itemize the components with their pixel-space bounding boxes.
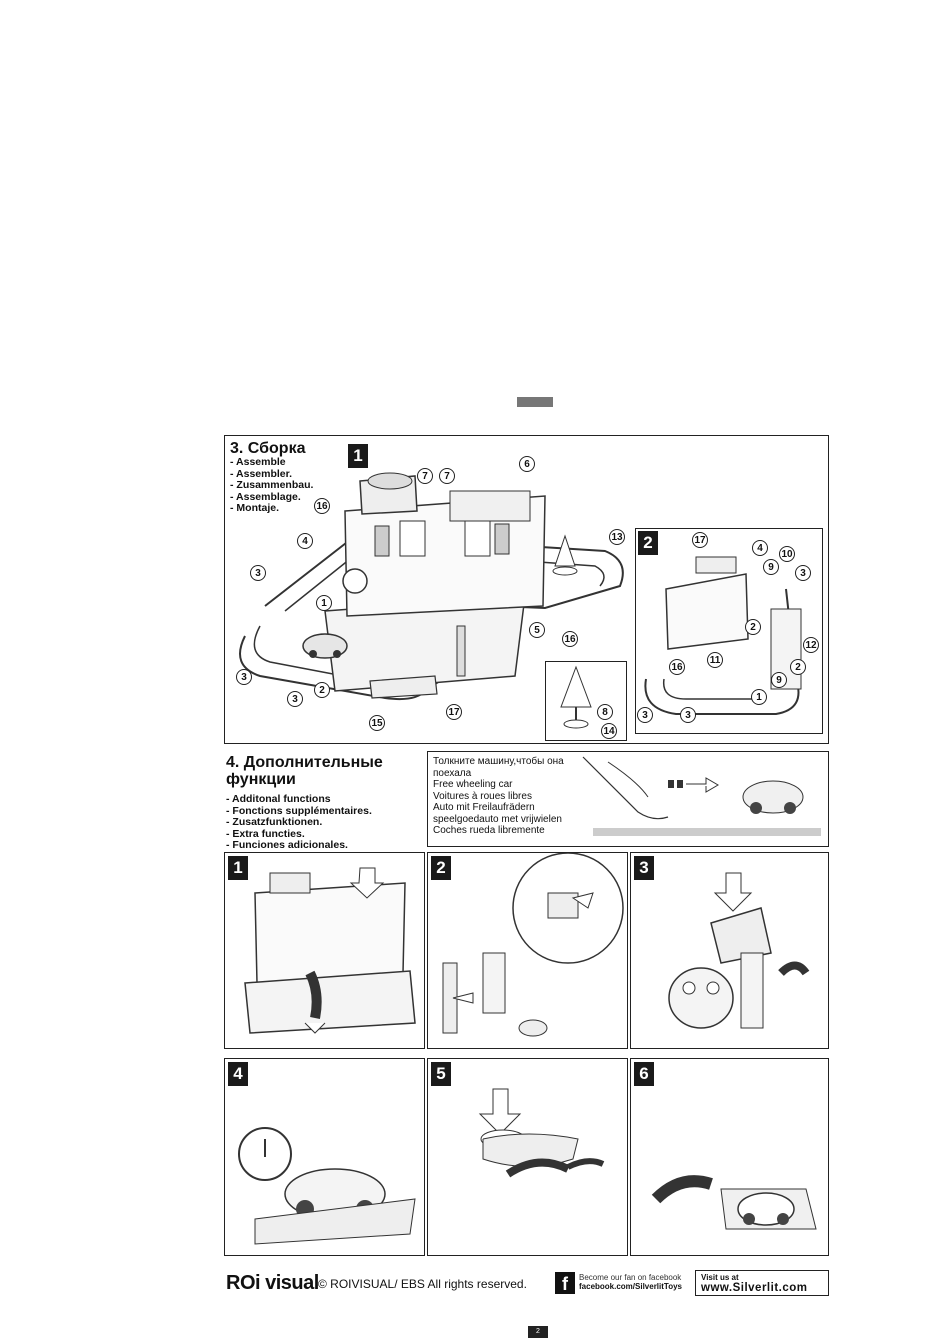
callout-number: 1 xyxy=(316,595,332,611)
functions-sub-4: - Funciones adicionales. xyxy=(226,839,348,851)
functions-sub-1: - Fonctions supplémentaires. xyxy=(226,804,372,817)
function-panel-6: 6 xyxy=(630,1058,829,1256)
callout-number: 2 xyxy=(745,619,761,635)
callout-number: 12 xyxy=(803,637,819,653)
function-panel-1: 1 xyxy=(224,852,425,1049)
playset-assembly-illustration xyxy=(239,472,624,701)
assembly-sub-1: - Assembler. xyxy=(230,467,293,480)
function-badge-1: 1 xyxy=(228,856,248,880)
assembly-section: 3. Сборка - Assemble - Assembler. - Zusa… xyxy=(224,435,829,744)
free-wheel-line-2: Free wheeling car xyxy=(433,779,513,790)
website-box: Visit us at www.Silverlit.com xyxy=(695,1270,829,1296)
facebook-icon: f xyxy=(555,1272,575,1294)
callout-number: 3 xyxy=(680,707,696,723)
free-wheel-line-1: поехала xyxy=(433,767,472,779)
facebook-line-2: facebook.com/SilverlitToys xyxy=(579,1282,682,1291)
free-wheel-line-3: Voitures à roues libres xyxy=(433,790,532,802)
assembly-sub-0: - Assemble xyxy=(230,456,286,468)
function-panel-5: 5 xyxy=(427,1058,628,1256)
logo-text: ROi visual xyxy=(226,1272,319,1294)
callout-number: 16 xyxy=(669,659,685,675)
clock-lift-illustration xyxy=(238,1127,416,1245)
assembly-inset-2 xyxy=(635,528,823,734)
free-wheel-line-5: speelgoedauto met vrijwielen xyxy=(433,813,562,825)
free-wheel-box: Толкните машину,чтобы она поехала Free w… xyxy=(427,751,829,847)
visit-label: Visit us at xyxy=(701,1273,739,1282)
callout-number: 7 xyxy=(417,468,433,484)
tree-icon xyxy=(560,665,592,729)
callout-number: 9 xyxy=(771,672,787,688)
callout-number: 3 xyxy=(250,565,266,581)
callout-number: 2 xyxy=(314,682,330,698)
callout-number: 13 xyxy=(609,529,625,545)
callout-number: 2 xyxy=(790,659,806,675)
callout-number: 3 xyxy=(287,691,303,707)
callout-number: 7 xyxy=(439,468,455,484)
copyright-text: © ROIVISUAL/ EBS All rights reserved. xyxy=(318,1277,527,1291)
page-number-text: 2 xyxy=(536,1328,540,1335)
header-gray-bar xyxy=(517,397,553,407)
assembly-sub-4: - Montaje. xyxy=(230,502,279,514)
press-button-illustration xyxy=(478,1088,605,1178)
building-fold-illustration xyxy=(244,867,416,1034)
function-badge-2: 2 xyxy=(431,856,451,880)
website-link[interactable]: www.Silverlit.com xyxy=(701,1282,808,1294)
function-badge-6: 6 xyxy=(634,1062,654,1086)
page-number: 2 xyxy=(528,1326,548,1338)
functions-heading: 4. Дополнительные функции - Additonal fu… xyxy=(226,754,383,852)
step-badge-2: 2 xyxy=(638,531,658,555)
function-panel-2: 2 xyxy=(427,852,628,1049)
function-badge-5: 5 xyxy=(431,1062,451,1086)
car-wash-illustration xyxy=(668,872,810,1029)
callout-number: 9 xyxy=(763,559,779,575)
callout-number: 17 xyxy=(692,532,708,548)
callout-number: 4 xyxy=(752,540,768,556)
assembly-sub-3: - Assemblage. xyxy=(230,490,301,503)
functions-sub-3: - Extra functies. xyxy=(226,827,305,840)
assembly-heading: 3. Сборка - Assemble - Assembler. - Zusa… xyxy=(230,440,313,515)
callout-number: 3 xyxy=(795,565,811,581)
callout-number: 1 xyxy=(751,689,767,705)
inset-playset-illustration xyxy=(644,556,802,715)
free-wheel-line-6: Coches rueda libremente xyxy=(433,825,545,836)
functions-title-1: 4. Дополнительные xyxy=(226,754,383,771)
callout-number: 6 xyxy=(519,456,535,472)
callout-number: 15 xyxy=(369,715,385,731)
hand-push-car-illustration xyxy=(582,756,821,836)
roi-visual-logo: ROi visual xyxy=(226,1272,319,1295)
callout-number: 3 xyxy=(236,669,252,685)
functions-sub-0: - Additonal functions xyxy=(226,793,331,805)
functions-title-2: функции xyxy=(226,771,296,788)
tree-inset xyxy=(545,661,627,741)
assembly-sub-2: - Zusammenbau. xyxy=(230,479,314,491)
facebook-line-1: Become our fan on facebook xyxy=(579,1273,682,1282)
callout-number: 11 xyxy=(707,652,723,668)
callout-number: 17 xyxy=(446,704,462,720)
function-badge-4: 4 xyxy=(228,1062,248,1086)
assembly-title: 3. Сборка xyxy=(230,440,306,457)
function-panel-3: 3 xyxy=(630,852,829,1049)
free-wheel-text: Толкните машину,чтобы она поехала Free w… xyxy=(433,756,564,837)
functions-sub-2: - Zusatzfunktionen. xyxy=(226,816,323,828)
callout-number: 5 xyxy=(529,622,545,638)
function-badge-3: 3 xyxy=(634,856,654,880)
step-badge-1: 1 xyxy=(348,444,368,468)
lever-pull-illustration xyxy=(442,853,624,1037)
callout-number: 10 xyxy=(779,546,795,562)
callout-number: 14 xyxy=(601,723,617,739)
free-wheel-line-0: Толкните машину,чтобы она xyxy=(433,756,564,767)
callout-number: 3 xyxy=(637,707,653,723)
function-panel-4: 4 xyxy=(224,1058,425,1256)
free-wheel-line-4: Auto mit Freilaufrädern xyxy=(433,802,535,813)
callout-number: 4 xyxy=(297,533,313,549)
callout-number: 16 xyxy=(314,498,330,514)
callout-number: 16 xyxy=(562,631,578,647)
callout-number: 8 xyxy=(597,704,613,720)
car-drive-off-illustration xyxy=(651,1175,817,1230)
